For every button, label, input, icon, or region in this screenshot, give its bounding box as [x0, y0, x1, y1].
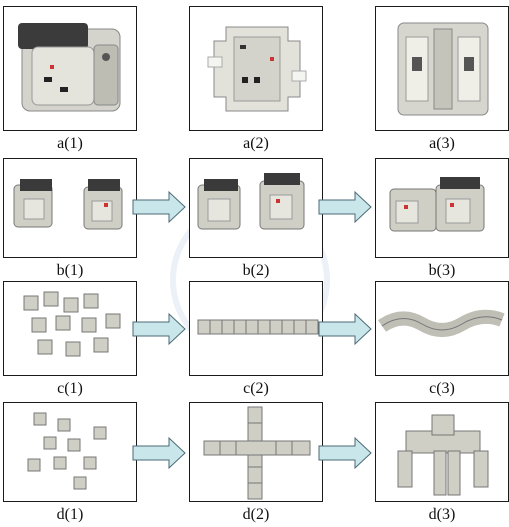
caption-c2: c(2) [243, 380, 269, 397]
module-side-view-photo [397, 22, 489, 116]
caption-b3: b(3) [428, 262, 456, 279]
caption-a3: a(3) [429, 135, 455, 152]
arrow-right-icon [318, 312, 372, 346]
panel-d3 [375, 402, 509, 502]
arrow-right-icon [132, 312, 186, 346]
caption-a2: a(2) [243, 135, 269, 152]
panel-b2 [189, 158, 323, 258]
snake-configuration-photo [377, 309, 505, 337]
module-top-view-photo [207, 26, 307, 112]
caption-a1: a(1) [57, 135, 83, 152]
panel-d1 [3, 402, 137, 502]
panel-d2 [189, 402, 323, 502]
quadruped-configuration-photo [397, 414, 489, 496]
scattered-modules-photo [23, 291, 121, 357]
caption-d1: d(1) [56, 506, 84, 523]
panel-c2 [189, 281, 323, 376]
caption-b2: b(2) [242, 262, 270, 279]
caption-b1: b(1) [56, 262, 84, 279]
single-module-photo [18, 23, 121, 112]
arrow-right-icon [318, 190, 372, 224]
modules-docked-photo [389, 177, 485, 232]
caption-d3: d(3) [428, 506, 456, 523]
caption-c1: c(1) [57, 380, 83, 397]
panel-a2 [189, 6, 323, 131]
caption-c3: c(3) [429, 380, 455, 397]
panel-c1 [3, 281, 137, 376]
modules-approaching-photo [197, 173, 305, 230]
panel-a3 [375, 6, 509, 131]
caption-d2: d(2) [242, 506, 270, 523]
panel-b1 [3, 158, 137, 258]
panel-b3 [375, 158, 509, 258]
cross-configuration-photo [203, 406, 311, 500]
linear-chain-photo [197, 319, 319, 335]
scattered-modules-photo-2 [27, 412, 107, 490]
arrow-right-icon [132, 436, 186, 470]
panel-c3 [375, 281, 509, 376]
panel-a1 [3, 6, 137, 131]
arrow-right-icon [132, 190, 186, 224]
arrow-right-icon [318, 436, 372, 470]
two-separate-modules-photo [13, 179, 123, 230]
